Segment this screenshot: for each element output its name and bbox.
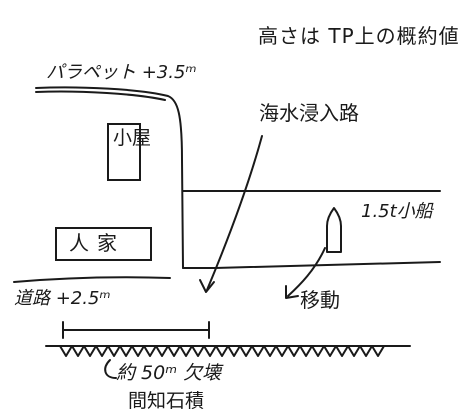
parapet-line xyxy=(35,86,184,269)
boat-shape xyxy=(326,207,342,253)
movement-label: 移動 xyxy=(300,288,340,312)
hut-label: 小屋 xyxy=(113,127,152,149)
road-label: 道路 +2.5ᵐ xyxy=(14,288,111,309)
seawater-intrusion-label: 海水浸入路 xyxy=(259,101,359,125)
movement-arrowhead xyxy=(285,285,299,299)
parapet-label: パラペット +3.5ᵐ xyxy=(46,62,197,83)
movement-arrow xyxy=(287,247,326,297)
hut-box xyxy=(107,123,141,181)
parapet-line-inner xyxy=(35,90,166,101)
boat-label: 1.5t小船 xyxy=(361,201,433,222)
stone-wall-label: 間知石積 xyxy=(128,390,205,412)
intrusion-arrowhead xyxy=(199,279,215,293)
collapse-label: 約 50ᵐ 欠壊 xyxy=(116,362,222,384)
channel-lower-line xyxy=(182,261,441,269)
collapse-leader xyxy=(104,359,117,379)
house-label: 人家 xyxy=(69,231,125,255)
ground-line xyxy=(13,276,171,283)
house-box xyxy=(55,227,152,261)
intrusion-arrow xyxy=(206,135,263,291)
seawall-zigzag xyxy=(59,345,385,357)
elevation-note: 高さは TP上の概約値 xyxy=(258,24,460,48)
